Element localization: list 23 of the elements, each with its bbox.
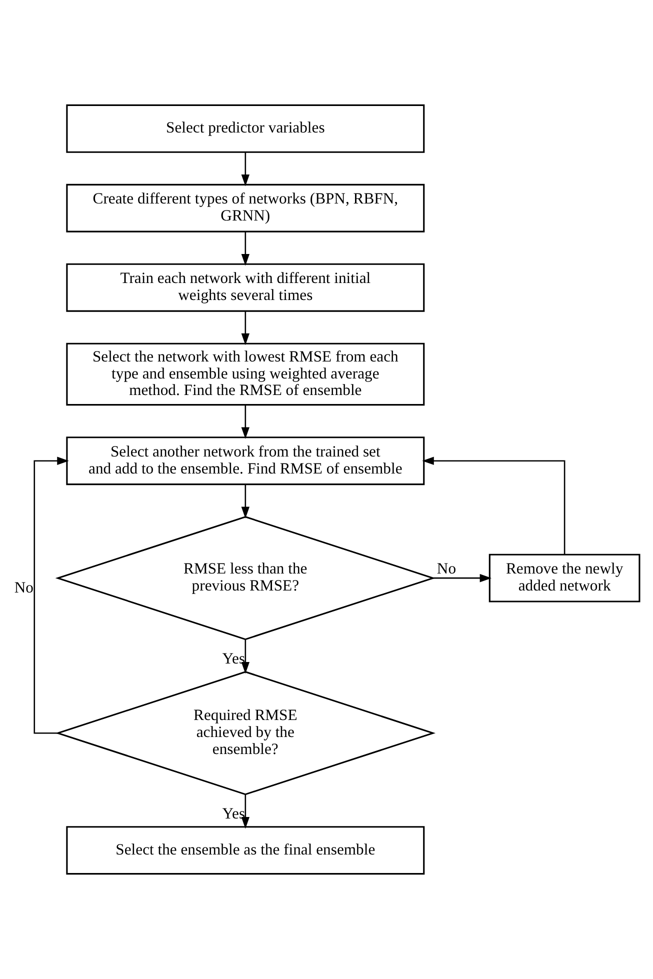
arrow [241, 639, 250, 674]
node-box: Train each network with different initial weights several times [66, 263, 425, 312]
arrow [422, 456, 566, 554]
arrow [241, 311, 250, 346]
edge-label: No [14, 580, 34, 597]
node-diamond: RMSE less than the previous RMSE? [55, 516, 436, 640]
arrow [241, 484, 250, 519]
arrow [241, 794, 250, 829]
node-box: Select the ensemble as the final ensemble [66, 826, 425, 875]
arrow [241, 152, 250, 186]
edge-label: Yes [222, 650, 246, 668]
arrow [433, 574, 492, 582]
node-box: Select the network with lowest RMSE from each type and ensemble using weighted average method. Find the RMSE of ensemble [66, 342, 425, 406]
node-box: Create different types of networks (BPN, RBFN, GRNN) [66, 184, 425, 232]
node-box: Select another network from the trained set and add to the ensemble. Find RMSE of ensemble [66, 436, 425, 486]
node-box: Select predictor variables [66, 104, 425, 153]
edge-label: Yes [222, 806, 246, 823]
node-box: Remove the newly added network [488, 554, 640, 602]
node-diamond: Required RMSE achieved by the ensemble? [55, 671, 436, 796]
arrow [241, 232, 250, 266]
arrow [241, 405, 250, 439]
arrow [34, 456, 69, 734]
edge-label: No [436, 560, 456, 578]
